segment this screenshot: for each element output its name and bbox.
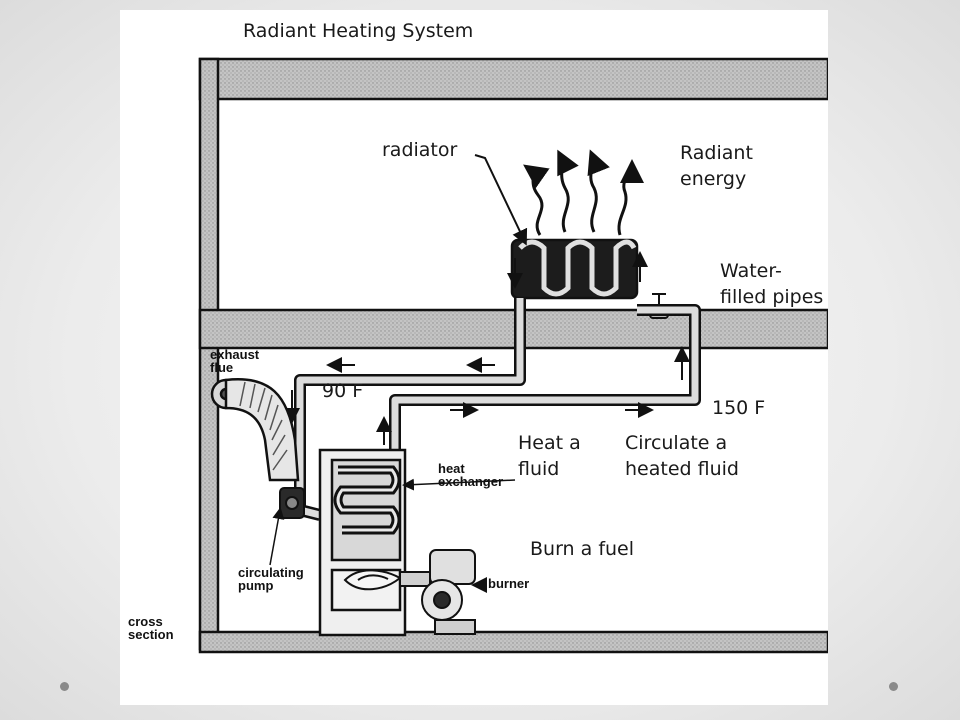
cross-section-label: cross section — [128, 614, 174, 642]
circulating-pump — [279, 487, 305, 519]
slide-nav-dot-left[interactable] — [60, 682, 69, 691]
water-filled-pipes-label: Water- filled pipes — [720, 260, 824, 308]
slide-nav-dot-right[interactable] — [889, 682, 898, 691]
diagram-scan: exhaust flue heat exchanger circulating … — [120, 10, 828, 705]
burner-label: burner — [488, 576, 530, 591]
heat-a-fluid-label: Heat a fluid — [518, 432, 581, 480]
radiator-unit — [507, 238, 648, 300]
exhaust-flue — [210, 378, 300, 482]
temp-150f-label: 150 F — [712, 397, 766, 419]
radiator-label: radiator — [382, 139, 458, 161]
pipe-loop — [294, 298, 701, 521]
temp-90f-label: 90 F — [322, 380, 364, 402]
exhaust-flue-label: exhaust flue — [210, 347, 260, 375]
heat-exchanger-pointer — [402, 478, 516, 491]
furnace-housing — [318, 448, 407, 637]
radiator-pointer — [474, 154, 528, 246]
pump-pointer — [269, 507, 285, 566]
flow-arrows — [284, 346, 690, 445]
burn-a-fuel-label: Burn a fuel — [530, 538, 635, 560]
circulate-heated-fluid-label: Circulate a heated fluid — [625, 432, 739, 480]
radiant-energy-label: Radiant energy — [680, 142, 753, 190]
circulating-pump-label: circulating pump — [238, 565, 304, 593]
radiant-energy-arrows — [523, 149, 644, 236]
heat-exchanger-label: heat exchanger — [438, 461, 504, 489]
diagram-title: Radiant Heating System — [243, 20, 474, 42]
burner-assembly — [343, 549, 487, 635]
diagram-drawing — [198, 57, 828, 654]
heat-exchanger-coils — [333, 465, 401, 535]
